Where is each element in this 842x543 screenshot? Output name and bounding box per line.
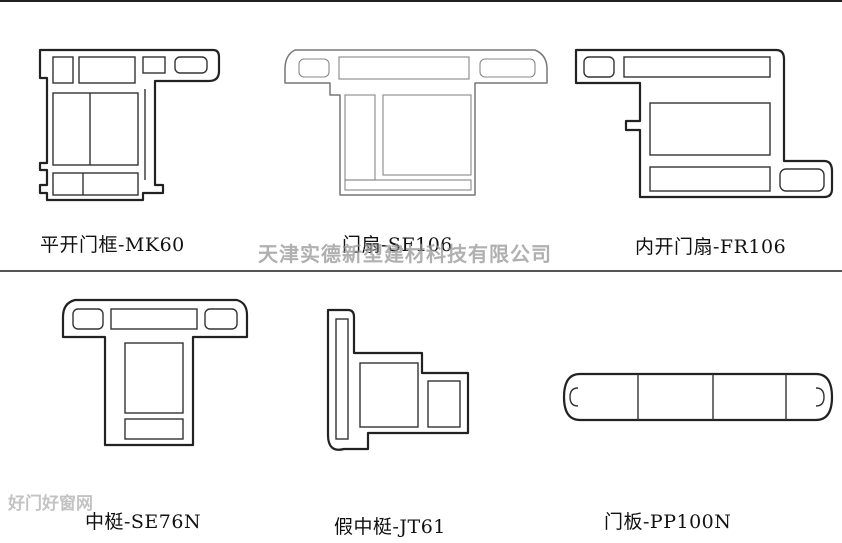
- company-watermark: 天津实德新型建材科技有限公司: [258, 242, 552, 266]
- site-logo-watermark: 好门好窗网: [8, 494, 93, 514]
- profile-caption: 平开门框-MK60: [40, 234, 185, 256]
- row-divider: [0, 270, 842, 272]
- profile-se76n-drawing: [61, 298, 249, 447]
- profile-caption: 门板-PP100N: [604, 511, 732, 533]
- top-border: [0, 0, 842, 2]
- profile-jt61-drawing: [326, 308, 470, 451]
- profile-caption: 假中梃-JT61: [334, 516, 446, 538]
- profile-pp100n-drawing: [562, 372, 834, 422]
- profile-mk60-drawing: [38, 48, 221, 202]
- profile-fr106-drawing: [574, 48, 834, 199]
- profile-caption: 中梃-SE76N: [85, 511, 202, 533]
- profile-caption: 内开门扇-FR106: [635, 236, 787, 258]
- profile-sf106-drawing: [284, 49, 548, 196]
- profile-caption: 门扇-SF106: [342, 234, 453, 256]
